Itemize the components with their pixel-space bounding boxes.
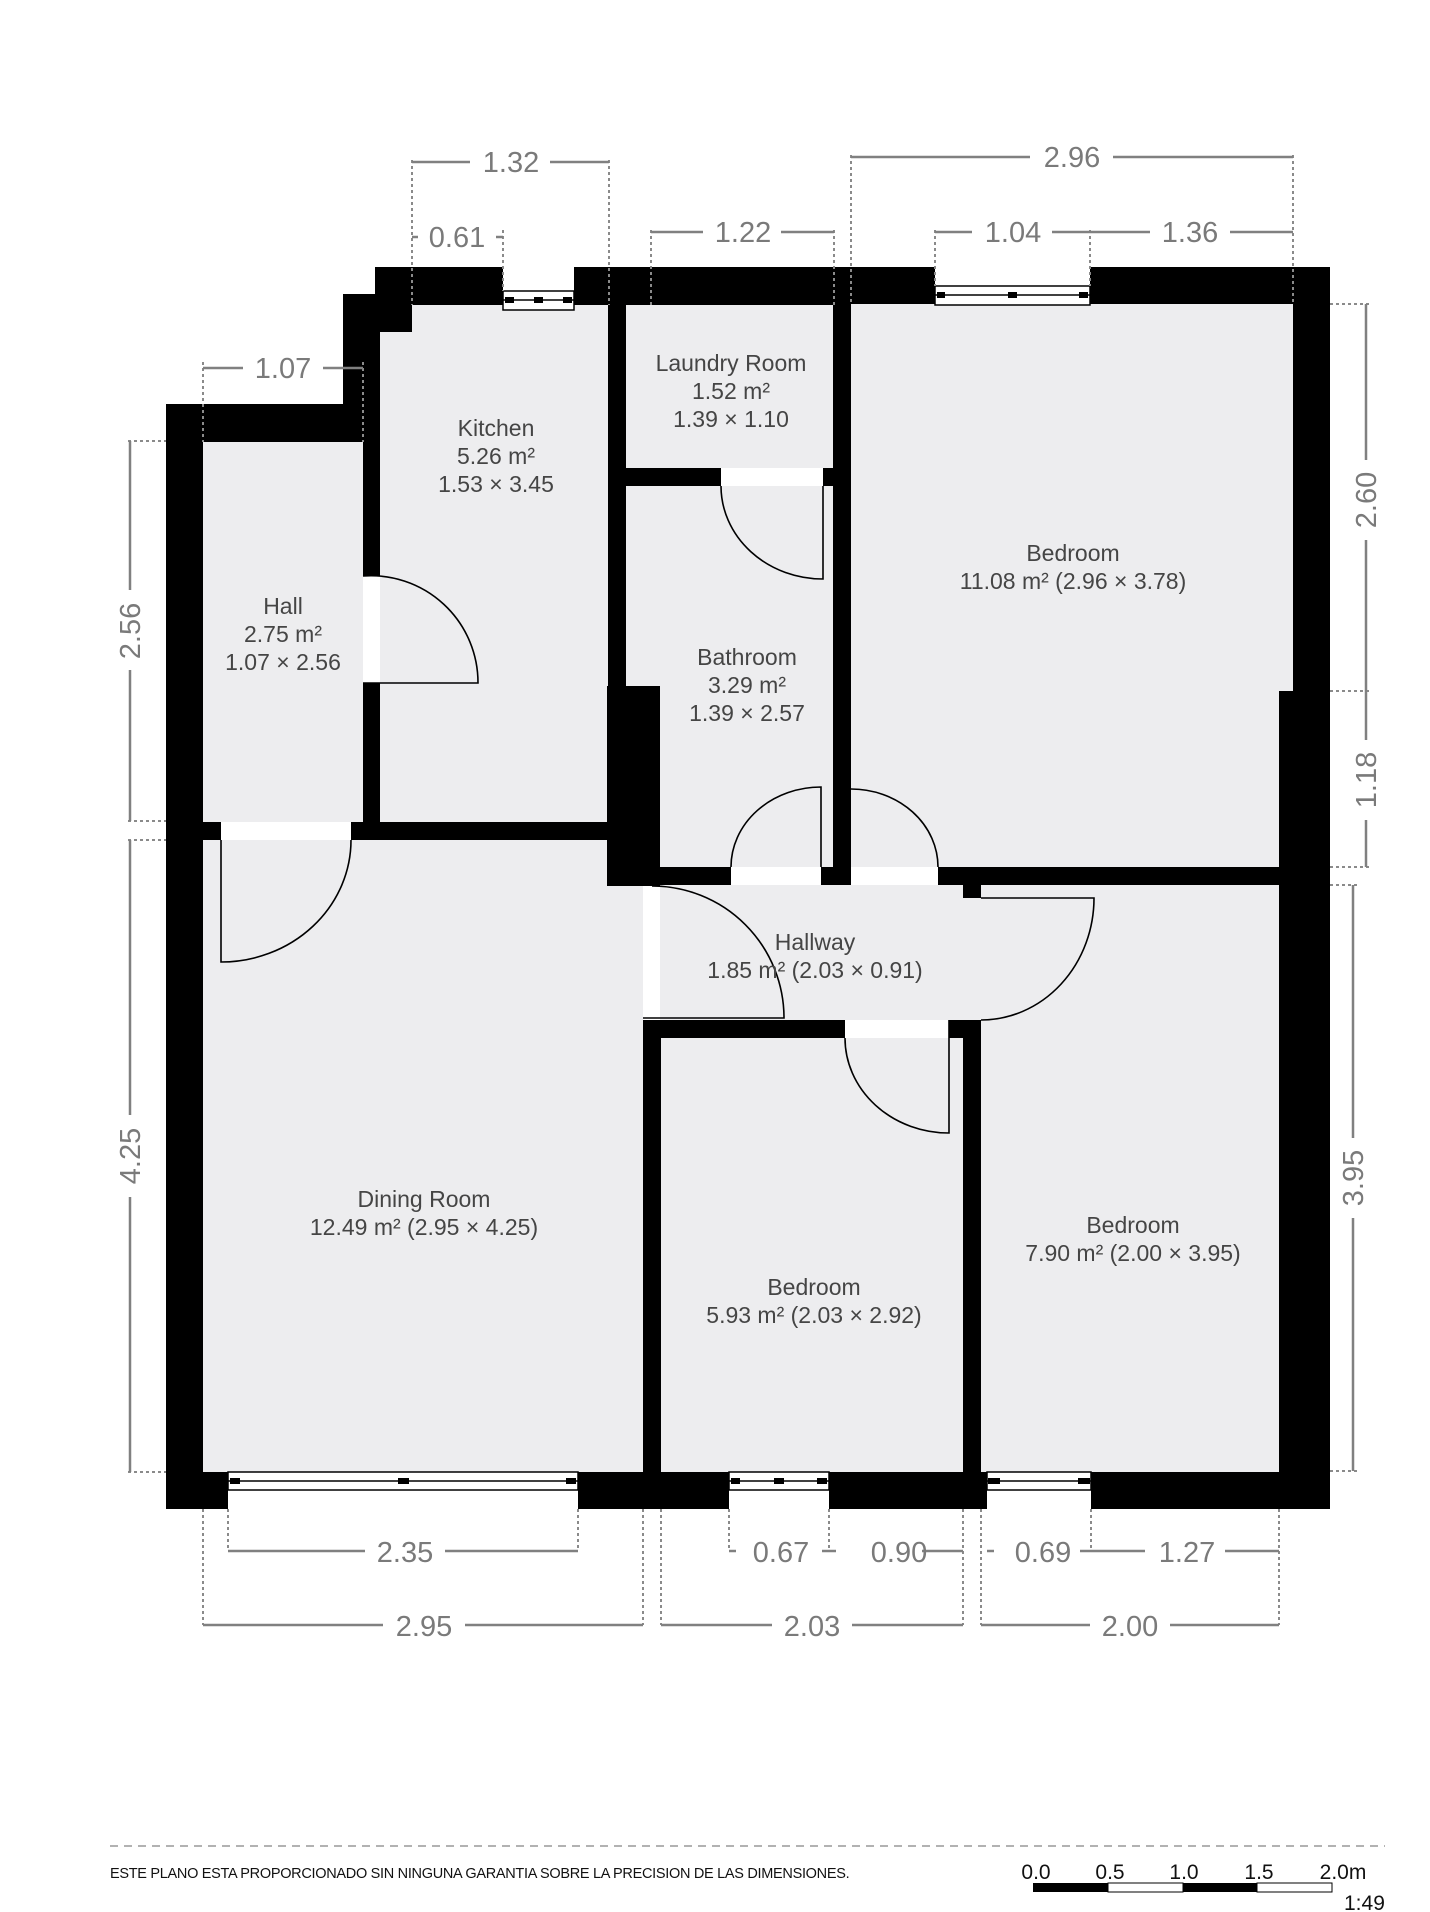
dim-bedroom1-wall: 1.36 (1162, 217, 1218, 249)
floor-laundry (626, 305, 833, 468)
room-label-hallway: Hallway 1.85 m² (2.03 × 0.91) (707, 929, 922, 983)
svg-text:Hall: Hall (263, 593, 303, 619)
door-bedroom-1[interactable] (850, 788, 939, 868)
door-laundry[interactable] (720, 485, 824, 580)
dim-bedroom3-wall: 1.27 (1159, 1537, 1215, 1569)
dim-bedroom3-window: 0.69 (1015, 1537, 1071, 1569)
dim-bedroom1-width: 2.96 (1044, 142, 1100, 174)
dim-kitchen-wall: 0.61 (429, 222, 485, 254)
door-bathroom[interactable] (730, 786, 822, 868)
room-label-bedroom-1: Bedroom 11.08 m² (2.96 × 3.78) (960, 540, 1187, 594)
room-label-bedroom-2: Bedroom 5.93 m² (2.03 × 2.92) (706, 1274, 921, 1328)
dim-hall-width: 1.07 (255, 353, 311, 385)
svg-text:5.93 m² (2.03 × 2.92): 5.93 m² (2.03 × 2.92) (706, 1302, 921, 1328)
window-kitchen (502, 290, 575, 311)
door-kitchen[interactable] (362, 574, 479, 684)
svg-text:1.52 m²: 1.52 m² (692, 378, 770, 404)
disclaimer: ESTE PLANO ESTA PROPORCIONADO SIN NINGUN… (110, 1866, 850, 1882)
svg-text:3.29 m²: 3.29 m² (708, 672, 786, 698)
door-bedroom-2[interactable] (844, 1020, 950, 1134)
svg-text:1.07 × 2.56: 1.07 × 2.56 (225, 649, 341, 675)
room-label-bathroom: Bathroom 3.29 m² 1.39 × 2.57 (689, 644, 805, 726)
floor-bedroom-1 (851, 304, 1293, 867)
window-bedroom-1 (934, 285, 1091, 306)
dim-laundry-width: 1.22 (715, 217, 771, 249)
floor-hall (203, 442, 363, 822)
dim-bedroom2-window: 0.67 (753, 1537, 809, 1569)
dimension-labels: 1.32 0.61 1.22 2.96 1.04 1.36 1.07 2.56 … (115, 142, 1383, 1643)
svg-text:12.49 m² (2.95 × 4.25): 12.49 m² (2.95 × 4.25) (310, 1214, 538, 1240)
svg-text:11.08 m² (2.96 × 3.78): 11.08 m² (2.96 × 3.78) (960, 568, 1187, 594)
svg-text:1.39 × 1.10: 1.39 × 1.10 (673, 406, 789, 432)
door-bedroom-3[interactable] (980, 897, 1095, 1021)
svg-text:1.39 × 2.57: 1.39 × 2.57 (689, 700, 805, 726)
svg-text:Bedroom: Bedroom (1026, 540, 1119, 566)
scale-label-1: 1.0 (1169, 1861, 1198, 1884)
windows (227, 285, 1092, 1491)
svg-text:Dining Room: Dining Room (358, 1186, 491, 1212)
room-label-dining: Dining Room 12.49 m² (2.95 × 4.25) (310, 1186, 538, 1240)
walls (166, 267, 1330, 1509)
room-labels: Hall 2.75 m² 1.07 × 2.56 Kitchen 5.26 m²… (225, 350, 1241, 1328)
svg-text:Laundry Room: Laundry Room (656, 350, 807, 376)
svg-text:Kitchen: Kitchen (458, 415, 535, 441)
svg-text:7.90 m² (2.00 × 3.95): 7.90 m² (2.00 × 3.95) (1025, 1240, 1240, 1266)
svg-text:Bathroom: Bathroom (697, 644, 797, 670)
floor-bedroom-2 (661, 1038, 963, 1472)
room-label-bedroom-3: Bedroom 7.90 m² (2.00 × 3.95) (1025, 1212, 1240, 1266)
dim-kitchen-width: 1.32 (483, 147, 539, 179)
door-dining[interactable] (643, 885, 785, 1019)
dim-bedroom1-height: 2.60 (1351, 472, 1383, 528)
room-label-kitchen: Kitchen 5.26 m² 1.53 × 3.45 (438, 415, 554, 497)
dim-bedroom3-width: 2.00 (1102, 1611, 1158, 1643)
floor-bedroom-3 (981, 885, 1279, 1472)
floors (203, 304, 1293, 1472)
window-dining (227, 1471, 579, 1491)
room-label-laundry: Laundry Room 1.52 m² 1.39 × 1.10 (656, 350, 807, 432)
dim-dining-width: 2.95 (396, 1611, 452, 1643)
scale-label-2: 2.0m (1320, 1861, 1367, 1884)
window-bedroom-3 (986, 1471, 1092, 1491)
svg-text:5.26 m²: 5.26 m² (457, 443, 535, 469)
svg-text:2.75 m²: 2.75 m² (244, 621, 322, 647)
dim-bedroom1-window: 1.04 (985, 217, 1041, 249)
window-bedroom-2 (728, 1471, 830, 1491)
dim-hall-height: 2.56 (115, 603, 147, 659)
doors (220, 485, 1095, 1134)
door-hall[interactable] (220, 839, 352, 963)
dim-bedroom3-height: 3.95 (1338, 1150, 1370, 1206)
dim-bedroom2-width: 2.03 (784, 1611, 840, 1643)
scale-label-1-5: 1.5 (1244, 1861, 1273, 1884)
scale-label-0-5: 0.5 (1095, 1861, 1124, 1884)
dim-bedroom2-wall: 0.90 (871, 1537, 927, 1569)
svg-text:1.85 m² (2.03 × 0.91): 1.85 m² (2.03 × 0.91) (707, 957, 922, 983)
svg-text:Hallway: Hallway (775, 929, 856, 955)
room-label-hall: Hall 2.75 m² 1.07 × 2.56 (225, 593, 341, 675)
dim-dining-height: 4.25 (115, 1128, 147, 1184)
scale-bar: 0.0 0.5 1.0 1.5 2.0m 1:49 (1021, 1861, 1384, 1912)
floor-bathroom (626, 486, 833, 867)
dimension-lines (128, 155, 1372, 1627)
svg-text:Bedroom: Bedroom (767, 1274, 860, 1300)
svg-text:1.53 × 3.45: 1.53 × 3.45 (438, 471, 554, 497)
scale-ratio: 1:49 (1344, 1892, 1385, 1912)
scale-label-0: 0.0 (1021, 1861, 1050, 1884)
dim-bedroom1-lower: 1.18 (1351, 752, 1383, 808)
floor-dining (203, 840, 643, 1472)
floor-kitchen (380, 305, 608, 822)
dim-dining-window: 2.35 (377, 1537, 433, 1569)
svg-text:Bedroom: Bedroom (1086, 1212, 1179, 1238)
